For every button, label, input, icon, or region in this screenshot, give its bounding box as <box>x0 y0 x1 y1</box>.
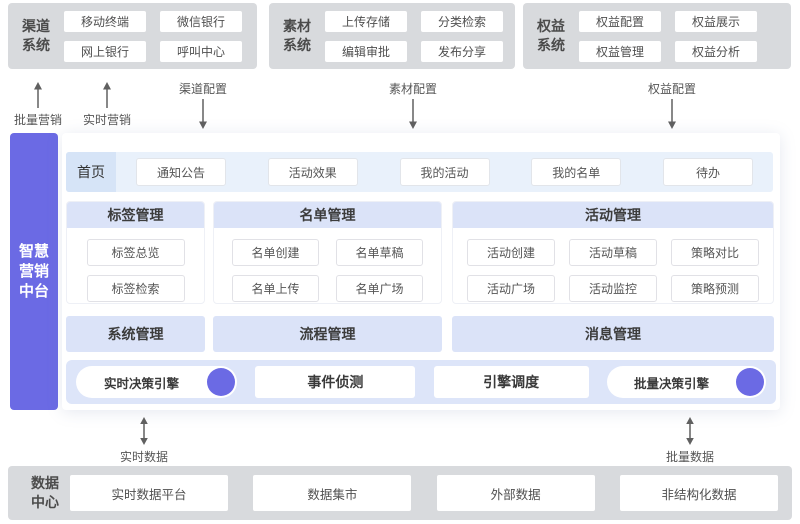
platform-title: 智慧营销中台 <box>19 242 50 300</box>
bar-system-management[interactable]: 系统管理 <box>66 316 205 352</box>
tag-item-overview[interactable]: 标签总览 <box>86 239 185 266</box>
material-system-items: 上传存储 分类检索 编辑审批 发布分享 <box>325 10 503 62</box>
arrow-updown-icon <box>686 417 694 445</box>
flow-label: 批量营销 <box>13 113 62 127</box>
material-item-publish-share[interactable]: 发布分享 <box>421 40 503 62</box>
activity-item-monitor[interactable]: 活动监控 <box>569 275 657 302</box>
flow-realtime-data: 实时数据 <box>102 417 186 465</box>
engine-label: 事件侦测 <box>307 374 364 390</box>
tab-home[interactable]: 首页 <box>66 152 116 192</box>
channel-item-online-bank[interactable]: 网上银行 <box>64 40 146 62</box>
rights-item-analysis[interactable]: 权益分析 <box>675 40 757 62</box>
list-item-create[interactable]: 名单创建 <box>232 239 319 266</box>
flow-label: 渠道配置 <box>178 82 227 96</box>
bar-process-management[interactable]: 流程管理 <box>213 316 442 352</box>
section-header-tag-management: 标签管理 <box>67 202 204 228</box>
arrow-down-icon <box>199 99 207 129</box>
tag-item-search[interactable]: 标签检索 <box>86 275 185 302</box>
channel-system-title: 渠道系统 <box>22 18 50 53</box>
flow-material-config: 素材配置 <box>371 80 455 129</box>
data-center-title: 数据中心 <box>31 475 59 510</box>
flow-label: 批量数据 <box>665 450 714 464</box>
home-item-my-activities[interactable]: 我的活动 <box>399 158 490 186</box>
rights-item-config[interactable]: 权益配置 <box>579 10 661 32</box>
arrow-up-icon <box>34 82 42 108</box>
material-item-category-search[interactable]: 分类检索 <box>421 10 503 32</box>
platform-title-sidebar: 智慧营销中台 <box>10 133 58 410</box>
data-item-unstructured-data[interactable]: 非结构化数据 <box>619 475 778 511</box>
list-item-upload[interactable]: 名单上传 <box>232 275 319 302</box>
flow-batch-data: 批量数据 <box>648 417 732 465</box>
channel-system-items: 移动终端 微信银行 网上银行 呼叫中心 <box>64 10 242 62</box>
section-body: 标签总览 标签检索 <box>67 228 204 302</box>
flow-rights-config: 权益配置 <box>630 80 714 129</box>
arrow-updown-icon <box>140 417 148 445</box>
engine-label: 引擎调度 <box>483 374 540 390</box>
section-body: 活动创建 活动草稿 策略对比 活动广场 活动监控 策略预测 <box>453 228 773 302</box>
bar-message-management[interactable]: 消息管理 <box>452 316 774 352</box>
engine-node-icon <box>207 368 235 396</box>
rights-item-manage[interactable]: 权益管理 <box>579 40 661 62</box>
engine-batch-decision[interactable]: 批量决策引擎 <box>606 366 766 398</box>
flow-label: 实时数据 <box>119 450 168 464</box>
engine-realtime-decision[interactable]: 实时决策引擎 <box>76 366 237 398</box>
material-system-box: 素材系统 上传存储 分类检索 编辑审批 发布分享 <box>269 3 515 69</box>
home-item-my-lists[interactable]: 我的名单 <box>531 158 622 186</box>
flow-label: 实时营销 <box>82 113 131 127</box>
channel-item-wechat-bank[interactable]: 微信银行 <box>160 10 242 32</box>
list-item-draft[interactable]: 名单草稿 <box>336 239 423 266</box>
arrow-up-icon <box>103 82 111 108</box>
home-item-todo[interactable]: 待办 <box>663 158 753 186</box>
material-item-upload-storage[interactable]: 上传存储 <box>325 10 407 32</box>
activity-item-create[interactable]: 活动创建 <box>467 239 555 266</box>
data-item-external-data[interactable]: 外部数据 <box>436 475 595 511</box>
channel-item-call-center[interactable]: 呼叫中心 <box>160 40 242 62</box>
channel-system-box: 渠道系统 移动终端 微信银行 网上银行 呼叫中心 <box>8 3 257 69</box>
rights-item-display[interactable]: 权益展示 <box>675 10 757 32</box>
material-item-edit-approval[interactable]: 编辑审批 <box>325 40 407 62</box>
list-item-plaza[interactable]: 名单广场 <box>336 275 423 302</box>
arrow-down-icon <box>668 99 676 129</box>
engine-tray: 实时决策引擎 事件侦测 引擎调度 批量决策引擎 <box>66 360 776 404</box>
flow-batch-marketing: 批量营销 <box>0 82 80 128</box>
engine-label: 批量决策引擎 <box>633 376 709 391</box>
data-center-box: 数据中心 实时数据平台 数据集市 外部数据 非结构化数据 <box>8 466 792 520</box>
home-items: 通知公告 活动效果 我的活动 我的名单 待办 <box>116 158 773 186</box>
material-system-title: 素材系统 <box>283 18 311 53</box>
activity-item-strategy-predict[interactable]: 策略预测 <box>671 275 759 302</box>
engine-event-detection[interactable]: 事件侦测 <box>255 366 416 398</box>
flow-label: 权益配置 <box>647 82 696 96</box>
flow-channel-config: 渠道配置 <box>161 80 245 129</box>
data-center-items: 实时数据平台 数据集市 外部数据 非结构化数据 <box>70 475 792 511</box>
activity-item-draft[interactable]: 活动草稿 <box>569 239 657 266</box>
section-header-activity-management: 活动管理 <box>453 202 773 228</box>
section-header-list-management: 名单管理 <box>214 202 441 228</box>
data-item-data-mart[interactable]: 数据集市 <box>253 475 412 511</box>
section-list-management: 名单管理 名单创建 名单草稿 名单上传 名单广场 <box>213 201 442 304</box>
channel-item-mobile-terminal[interactable]: 移动终端 <box>64 10 146 32</box>
activity-item-plaza[interactable]: 活动广场 <box>467 275 555 302</box>
flow-realtime-marketing: 实时营销 <box>65 82 149 128</box>
section-body: 名单创建 名单草稿 名单上传 名单广场 <box>214 228 441 302</box>
engine-scheduler[interactable]: 引擎调度 <box>433 366 589 398</box>
activity-item-strategy-compare[interactable]: 策略对比 <box>671 239 759 266</box>
arrow-down-icon <box>409 99 417 129</box>
home-item-notice[interactable]: 通知公告 <box>136 158 226 186</box>
rights-system-title: 权益系统 <box>537 18 565 53</box>
section-tag-management: 标签管理 标签总览 标签检索 <box>66 201 205 304</box>
section-activity-management: 活动管理 活动创建 活动草稿 策略对比 活动广场 活动监控 策略预测 <box>452 201 774 304</box>
flow-label: 素材配置 <box>388 82 437 96</box>
engine-label: 实时决策引擎 <box>103 376 179 391</box>
data-item-realtime-platform[interactable]: 实时数据平台 <box>70 475 228 511</box>
rights-system-items: 权益配置 权益展示 权益管理 权益分析 <box>579 10 757 62</box>
engine-node-icon <box>735 368 764 396</box>
rights-system-box: 权益系统 权益配置 权益展示 权益管理 权益分析 <box>523 3 791 69</box>
home-row: 首页 通知公告 活动效果 我的活动 我的名单 待办 <box>66 152 773 192</box>
home-item-activity-effect[interactable]: 活动效果 <box>267 158 358 186</box>
platform-panel: 首页 通知公告 活动效果 我的活动 我的名单 待办 标签管理 标签总览 标签检索… <box>62 133 780 410</box>
